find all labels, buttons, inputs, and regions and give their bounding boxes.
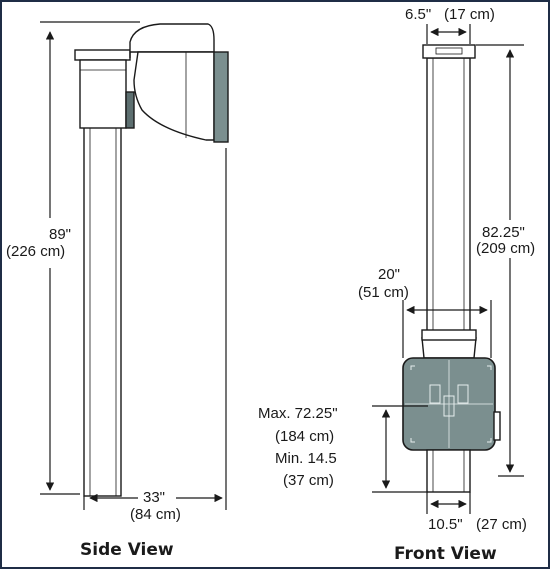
front-travel-dimension xyxy=(372,405,428,493)
front-top-width-metric: (17 cm) xyxy=(444,6,495,23)
front-min-travel-metric: (37 cm) xyxy=(283,472,334,489)
side-view-caption: Side View xyxy=(80,540,174,560)
front-head-width-label: 20" xyxy=(378,266,401,283)
front-column-height-dimension xyxy=(476,44,524,477)
side-height-metric: (226 cm) xyxy=(6,243,66,260)
side-head-housing xyxy=(129,23,215,58)
front-view-caption: Front View xyxy=(394,544,497,564)
side-top-cap xyxy=(74,49,131,61)
front-min-travel-label: Min. 14.5 xyxy=(275,450,337,467)
front-column-height-metric: (209 cm) xyxy=(476,240,536,257)
front-top-width-label: 6.5" xyxy=(405,6,432,23)
front-max-travel-label: Max. 72.25" xyxy=(258,405,338,422)
side-detector-face xyxy=(213,51,229,143)
front-base-width-label: 10.5" xyxy=(428,516,463,533)
side-view-drawing xyxy=(74,23,229,497)
front-top-width-dimension xyxy=(426,24,471,44)
front-column-height-label: 82.25" xyxy=(482,224,525,241)
side-depth-metric: (84 cm) xyxy=(130,506,181,523)
front-base-width-metric: (27 cm) xyxy=(476,516,527,533)
front-view-drawing xyxy=(402,44,501,493)
side-height-label: 89" xyxy=(48,226,71,243)
front-max-travel-metric: (184 cm) xyxy=(275,428,335,445)
side-height-dimension xyxy=(40,21,140,495)
front-head-width-dimension xyxy=(402,300,492,358)
front-column xyxy=(426,57,471,359)
side-depth-label: 33" xyxy=(143,489,166,506)
side-depth-dimension xyxy=(83,148,227,510)
front-lower-column xyxy=(426,449,471,493)
front-base-width-dimension xyxy=(426,492,471,514)
front-head-width-metric: (51 cm) xyxy=(358,284,409,301)
